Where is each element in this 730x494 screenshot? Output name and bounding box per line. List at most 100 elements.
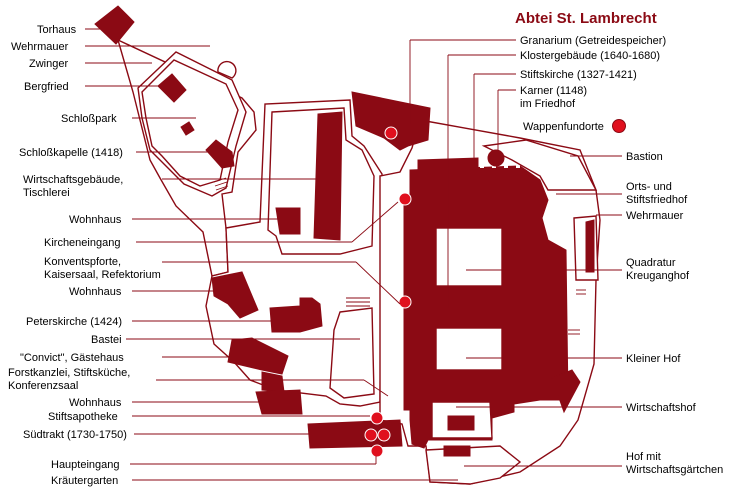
label-konventspforte-line: Kaisersaal, Refektorium <box>44 269 161 281</box>
label-bastion: Bastion <box>626 151 663 163</box>
label-hof-wirtschaftsgaertchen-line: Wirtschaftsgärtchen <box>626 464 723 476</box>
label-schlosskapelle: Schloßkapelle (1418) <box>19 147 123 159</box>
wehrmauer-east-tower <box>551 369 581 414</box>
east-stairs <box>568 289 586 335</box>
leader-lines <box>85 28 622 481</box>
label-kraeutergarten-line: Kräutergarten <box>51 475 118 487</box>
label-wehrmauer-right: Wehrmauer <box>626 210 684 222</box>
leader-kircheneingang-bend <box>351 201 399 243</box>
label-konventspforte: Konventspforte,Kaisersaal, Refektorium <box>44 256 161 281</box>
schlosskapelle-building <box>205 139 235 169</box>
legend-marker <box>612 119 626 133</box>
karner-building <box>487 149 505 167</box>
marker-suedtrakt-1 <box>364 428 378 442</box>
label-torhaus-line: Torhaus <box>37 24 77 36</box>
bastei-stairs <box>346 297 370 307</box>
label-wirtschaftsgebaeude-line: Tischlerei <box>23 187 70 199</box>
marker-granarium <box>384 126 398 140</box>
label-schlosspark: Schloßpark <box>61 113 117 125</box>
label-wehrmauer-left: Wehrmauer <box>11 41 69 53</box>
marker-kircheneingang <box>398 192 412 206</box>
label-wirtschaftshof: Wirtschaftshof <box>626 402 697 414</box>
marker-stiftsapotheke <box>370 411 384 425</box>
label-forstkanzlei: Forstkanzlei, Stiftsküche,Konferenzsaal <box>8 367 130 392</box>
label-wohnhaus-3: Wohnhaus <box>69 397 122 409</box>
label-wohnhaus-3-line: Wohnhaus <box>69 397 122 409</box>
label-schlosskapelle-line: Schloßkapelle (1418) <box>19 147 123 159</box>
label-stiftsapotheke: Stiftsapotheke <box>48 411 118 423</box>
label-forstkanzlei-line: Konferenzsaal <box>8 380 78 392</box>
marker-suedtrakt-2 <box>377 428 391 442</box>
label-wohnhaus-1: Wohnhaus <box>69 214 122 226</box>
label-quadratur-line: Quadratur <box>626 257 676 269</box>
label-bastei-line: Bastei <box>91 334 122 346</box>
label-wohnhaus-1-line: Wohnhaus <box>69 214 122 226</box>
east-wall-strip <box>585 219 595 273</box>
label-konventspforte-line: Konventspforte, <box>44 256 121 268</box>
label-wirtschaftsgebaeude: Wirtschaftsgebäude,Tischlerei <box>23 174 123 199</box>
granarium-building <box>351 91 431 151</box>
label-karner-line: Karner (1148) <box>520 85 587 97</box>
label-wehrmauer-left-line: Wehrmauer <box>11 41 69 53</box>
label-kircheneingang: Kircheneingang <box>44 237 120 249</box>
label-friedhof-line: Orts- und <box>626 181 672 193</box>
quadratur-courtyard <box>435 227 503 287</box>
garden-shed <box>443 445 471 457</box>
monastery-core <box>307 91 601 485</box>
label-stiftskirche-line: Stiftskirche (1327-1421) <box>520 69 637 81</box>
label-kraeutergarten: Kräutergarten <box>51 475 118 487</box>
label-convict: "Convict", Gästehaus <box>20 352 124 364</box>
legend-label: Wappenfundorte <box>523 121 604 133</box>
wirtschaftshof-building <box>447 415 475 431</box>
friedhof-yard <box>481 139 598 191</box>
label-zwinger-line: Zwinger <box>29 58 68 70</box>
label-wirtschaftsgebaeude-line: Wirtschaftsgebäude, <box>23 174 123 186</box>
label-suedtrakt: Südtrakt (1730-1750) <box>23 429 127 441</box>
wohnhaus-1-building <box>275 207 301 235</box>
label-klostergebaeude-line: Klostergebäude (1640-1680) <box>520 50 660 62</box>
marker-haupteingang <box>370 444 384 458</box>
west-wing <box>205 99 383 415</box>
label-granarium: Granarium (Getreidespeicher) <box>520 35 666 47</box>
label-haupteingang: Haupteingang <box>51 459 120 471</box>
kleiner-hof-courtyard <box>435 327 503 371</box>
leader-konventspforte-bend <box>355 261 401 305</box>
label-wohnhaus-2-line: Wohnhaus <box>69 286 122 298</box>
label-kircheneingang-line: Kircheneingang <box>44 237 120 249</box>
labels-right: Granarium (Getreidespeicher) Klostergebäu… <box>520 35 723 476</box>
label-hof-wirtschaftsgaertchen-line: Hof mit <box>626 451 661 463</box>
label-kleiner-hof: Kleiner Hof <box>626 353 681 365</box>
label-bastei: Bastei <box>91 334 122 346</box>
label-klostergebaeude: Klostergebäude (1640-1680) <box>520 50 660 62</box>
label-granarium-line: Granarium (Getreidespeicher) <box>520 35 666 47</box>
castle-walls <box>94 5 257 277</box>
label-quadratur-line: Kreuganghof <box>626 270 690 282</box>
label-haupteingang-line: Haupteingang <box>51 459 120 471</box>
leader-forstkanzlei-bend <box>363 379 389 397</box>
label-torhaus: Torhaus <box>37 24 77 36</box>
peterskirche-building <box>269 297 323 333</box>
label-karner: Karner (1148)im Friedhof <box>520 85 587 110</box>
marker-konventspforte <box>398 295 412 309</box>
convict-building <box>227 337 289 375</box>
label-stiftsapotheke-line: Stiftsapotheke <box>48 411 118 423</box>
label-peterskirche: Peterskirche (1424) <box>26 316 122 328</box>
label-suedtrakt-line: Südtrakt (1730-1750) <box>23 429 127 441</box>
suedtrakt-building <box>307 419 403 449</box>
wohnhaus-3-building <box>255 389 303 415</box>
plan-title: Abtei St. Lambrecht <box>515 10 657 27</box>
torhaus-building <box>94 5 135 45</box>
small-tower-building <box>180 121 195 136</box>
label-kleiner-hof-line: Kleiner Hof <box>626 353 681 365</box>
wohnhaus-2-building <box>211 271 259 319</box>
garden-yard <box>425 445 522 485</box>
bastei-outline <box>329 307 375 399</box>
zwinger-tower <box>217 60 237 79</box>
label-wohnhaus-2: Wohnhaus <box>69 286 122 298</box>
label-convict-line: "Convict", Gästehaus <box>20 352 124 364</box>
label-wirtschaftshof-line: Wirtschaftshof <box>626 402 697 414</box>
bergfried-building <box>157 73 187 103</box>
label-bergfried: Bergfried <box>24 81 69 93</box>
